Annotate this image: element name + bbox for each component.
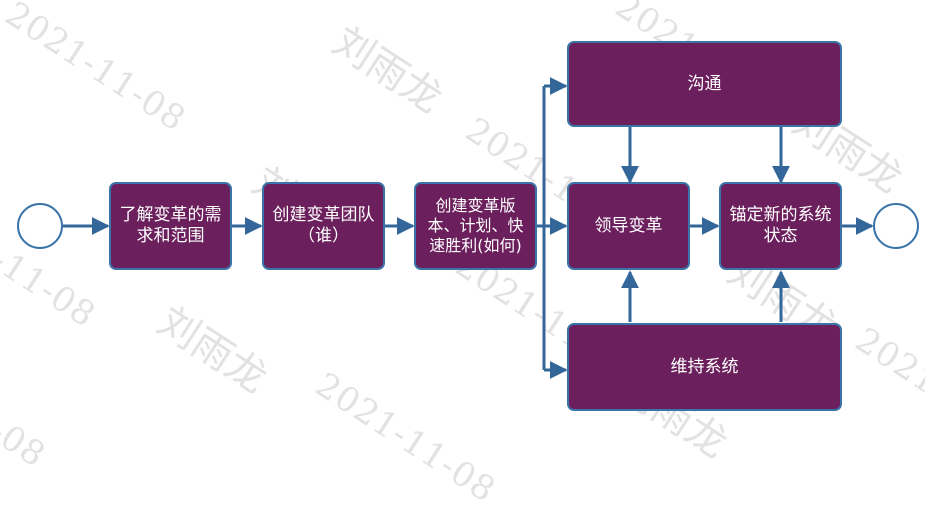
node-anchor: 锚定新的系统状态 xyxy=(719,182,842,270)
node-plan-label: 创建变革版本、计划、快速胜利(如何) xyxy=(427,196,524,255)
node-team-label: 创建变革团队（谁） xyxy=(272,205,375,246)
node-sustain-label: 维持系统 xyxy=(670,356,739,377)
node-communicate-label: 沟通 xyxy=(687,73,722,94)
node-anchor-label: 锚定新的系统状态 xyxy=(729,205,832,246)
end-node xyxy=(873,203,919,249)
node-understand-label: 了解变革的需求和范围 xyxy=(119,205,222,246)
node-communicate: 沟通 xyxy=(567,41,842,127)
node-sustain: 维持系统 xyxy=(567,323,842,411)
node-plan: 创建变革版本、计划、快速胜利(如何) xyxy=(414,182,537,270)
start-node xyxy=(17,203,63,249)
node-lead: 领导变革 xyxy=(567,182,690,270)
node-team: 创建变革团队（谁） xyxy=(262,182,385,270)
connectors xyxy=(63,77,874,379)
node-understand: 了解变革的需求和范围 xyxy=(109,182,232,270)
node-lead-label: 领导变革 xyxy=(594,215,663,236)
